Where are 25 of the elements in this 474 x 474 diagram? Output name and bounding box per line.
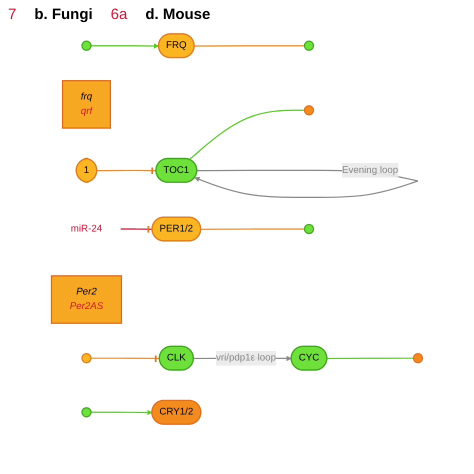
label-text: 7 bbox=[8, 6, 16, 23]
node-box: frq qrf bbox=[62, 80, 111, 129]
node-box: Per2 Per2AS bbox=[50, 275, 122, 324]
edge-label: vri/pdp1ε loop bbox=[216, 352, 276, 364]
node-circle bbox=[81, 407, 92, 418]
connector bbox=[327, 358, 414, 360]
arrow bbox=[91, 410, 152, 416]
node-circle bbox=[304, 224, 314, 234]
node-text: miR-24 bbox=[70, 224, 102, 234]
connector bbox=[91, 354, 160, 363]
edge-label: Evening loop bbox=[342, 164, 398, 176]
node-circle bbox=[304, 40, 314, 51]
connector bbox=[189, 110, 304, 160]
node-circle bbox=[304, 105, 314, 116]
connector bbox=[120, 225, 152, 234]
node-circle bbox=[81, 353, 92, 364]
arrow bbox=[91, 43, 160, 49]
connector bbox=[194, 45, 304, 47]
panel-title: b. Fungi bbox=[34, 6, 93, 23]
label-text: 6a bbox=[110, 6, 128, 23]
node-circle bbox=[81, 40, 92, 51]
node-circle bbox=[412, 353, 424, 364]
connector bbox=[200, 228, 304, 230]
panel-title: d. Mouse bbox=[145, 6, 210, 23]
connector bbox=[97, 166, 156, 176]
